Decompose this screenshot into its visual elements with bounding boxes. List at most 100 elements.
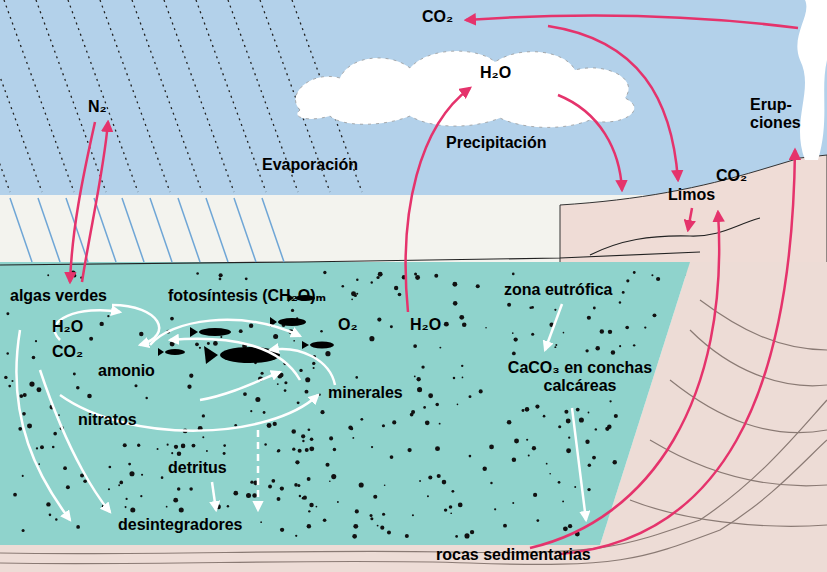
- speck: [452, 282, 457, 287]
- speck: [11, 380, 13, 382]
- label: CO₂: [422, 8, 453, 26]
- rain-line: [150, 198, 172, 262]
- speck: [135, 384, 138, 387]
- speck: [449, 505, 453, 509]
- speck: [390, 455, 394, 459]
- speck: [337, 501, 339, 503]
- speck: [227, 505, 229, 507]
- speck: [568, 524, 572, 528]
- speck: [4, 376, 7, 379]
- speck: [320, 410, 324, 414]
- speck: [588, 464, 591, 467]
- speck: [261, 372, 264, 375]
- speck: [407, 448, 411, 452]
- speck: [129, 471, 134, 476]
- speck: [18, 427, 22, 431]
- speck: [428, 393, 433, 398]
- speck: [323, 271, 326, 274]
- speck: [76, 386, 80, 390]
- label: Precipitación: [446, 134, 546, 152]
- rain-line: [94, 198, 116, 262]
- speck: [543, 415, 546, 418]
- speck: [329, 480, 331, 482]
- speck: [585, 440, 589, 444]
- speck: [38, 463, 40, 465]
- speck: [263, 411, 266, 414]
- speck: [145, 397, 147, 399]
- speck: [202, 414, 205, 417]
- speck: [195, 342, 199, 346]
- label: rocas sedimentarias: [436, 546, 591, 564]
- speck: [277, 449, 280, 452]
- speck: [305, 448, 309, 452]
- speck: [531, 333, 534, 336]
- speck: [464, 533, 469, 538]
- speck: [27, 423, 32, 428]
- speck: [439, 347, 441, 349]
- speck: [40, 445, 44, 449]
- speck: [413, 344, 417, 348]
- speck: [309, 503, 313, 507]
- speck: [622, 291, 625, 294]
- speck: [457, 404, 459, 406]
- rain-line: [132, 0, 202, 192]
- speck: [280, 528, 284, 532]
- label: H₂O: [410, 316, 441, 334]
- label: Limos: [668, 186, 715, 204]
- speck: [417, 377, 421, 381]
- horizon-line: [0, 252, 700, 265]
- speck: [89, 337, 93, 341]
- speck: [294, 483, 298, 487]
- speck: [562, 500, 564, 502]
- speck: [250, 481, 253, 484]
- speck: [119, 481, 123, 485]
- rain-line: [196, 0, 266, 192]
- speck: [435, 403, 439, 407]
- speck: [170, 317, 174, 321]
- rain-line: [0, 0, 10, 192]
- label: CO₂: [716, 167, 747, 185]
- speck: [461, 365, 463, 367]
- speck: [36, 447, 38, 449]
- speck: [566, 419, 571, 424]
- speck: [633, 271, 636, 274]
- speck: [167, 444, 169, 446]
- speck: [291, 429, 296, 434]
- speck: [157, 448, 159, 450]
- speck: [482, 467, 486, 471]
- speck: [434, 274, 438, 278]
- speck: [469, 455, 472, 458]
- speck: [273, 334, 278, 339]
- speck: [246, 493, 251, 498]
- speck: [13, 493, 17, 497]
- speck: [173, 498, 178, 503]
- speck: [73, 372, 76, 375]
- speck: [453, 377, 456, 380]
- speck: [52, 446, 55, 449]
- speck: [421, 365, 424, 368]
- speck: [316, 506, 318, 508]
- speck: [458, 503, 463, 508]
- speck: [451, 490, 454, 493]
- speck: [532, 446, 536, 450]
- speck: [125, 506, 127, 508]
- speck: [341, 285, 344, 288]
- speck: [245, 277, 248, 280]
- speck: [428, 475, 432, 479]
- label: Evaporación: [262, 156, 358, 174]
- speck: [307, 477, 311, 481]
- speck: [284, 389, 287, 392]
- speck: [412, 514, 414, 516]
- speck: [264, 443, 267, 446]
- speck: [563, 526, 568, 531]
- speck: [32, 356, 36, 360]
- speck: [564, 410, 568, 414]
- speck: [588, 412, 590, 414]
- speck: [170, 341, 175, 346]
- rain-line: [36, 0, 106, 192]
- speck: [609, 400, 611, 402]
- speck: [292, 448, 295, 451]
- speck: [392, 420, 396, 424]
- speck: [8, 385, 11, 388]
- speck: [566, 448, 571, 453]
